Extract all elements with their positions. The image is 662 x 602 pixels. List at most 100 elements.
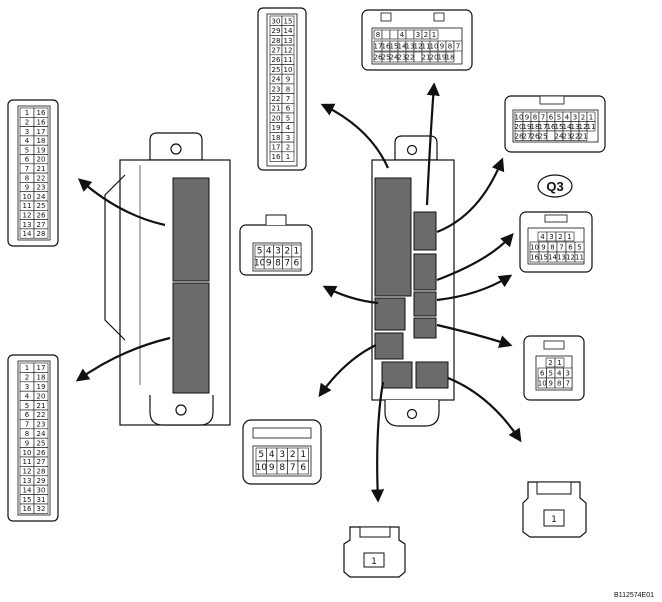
pin-label: 1	[432, 31, 436, 39]
pin-label: 3	[25, 383, 29, 391]
pin-label: 10	[284, 66, 293, 74]
pin-label: 15	[555, 123, 564, 131]
figure-reference: B112574E01	[614, 592, 654, 599]
pin-label: 9	[266, 259, 272, 269]
pin-label: 25	[382, 54, 391, 62]
connector-bottom-single-b: 1	[522, 481, 587, 538]
pin-label: 9	[269, 463, 275, 473]
pin-label: 26	[37, 211, 46, 219]
pin-label: 23	[272, 85, 281, 93]
pin-label: 9	[525, 113, 529, 121]
pin-label: 20	[37, 392, 46, 400]
pin-label: 7	[286, 95, 290, 103]
pin-cell	[586, 121, 596, 132]
pin-label: 6	[25, 411, 30, 419]
pin-label: 5	[557, 113, 561, 121]
pin-label: 10	[256, 463, 268, 473]
pin-label: 15	[390, 43, 399, 51]
pin-label: 2	[284, 247, 290, 257]
pin-cell	[563, 377, 573, 389]
pin-label: 2	[558, 233, 562, 241]
pin-label: 24	[37, 430, 46, 438]
pin-label: 9	[549, 380, 553, 388]
pin-cell	[578, 130, 588, 141]
pin-label: 10	[430, 43, 439, 51]
pin-label: 4	[286, 124, 291, 132]
pin-label: 30	[272, 17, 281, 25]
pin-cell	[574, 251, 585, 263]
pin-cell	[33, 228, 49, 239]
pin-label: 10	[515, 113, 524, 121]
pin-label: 26	[272, 56, 281, 64]
pin-label: 1	[551, 515, 557, 525]
pin-label: 21	[422, 54, 431, 62]
pin-label: 30	[37, 486, 46, 494]
pin-label: 8	[279, 463, 285, 473]
pin-label: 11	[23, 458, 32, 466]
pin-cell	[389, 29, 399, 40]
pin-label: 1	[371, 557, 377, 567]
pin-label: 19	[272, 124, 281, 132]
pin-label: 9	[286, 76, 290, 84]
pin-label: 5	[286, 114, 290, 122]
pin-label: 24	[272, 76, 281, 84]
pin-label: 24	[555, 132, 564, 140]
pin-label: 6	[25, 156, 30, 164]
pin-label: 23	[563, 132, 572, 140]
pin-label: 22	[37, 174, 46, 182]
pin-label: 6	[549, 113, 554, 121]
pin-label: 2	[581, 113, 585, 121]
pin-label: 13	[284, 37, 293, 45]
pin-label: 13	[571, 123, 580, 131]
pin-label: 13	[557, 254, 566, 262]
pin-label: 15	[539, 254, 548, 262]
pin-label: 28	[272, 37, 281, 45]
pin-label: 27	[37, 221, 46, 229]
pin-label: 17	[539, 123, 548, 131]
pin-label: 7	[456, 43, 460, 51]
pin-label: 29	[37, 477, 46, 485]
pin-label: 5	[257, 247, 263, 257]
pin-label: 25	[272, 66, 281, 74]
pin-label: 16	[530, 254, 539, 262]
pin-label: 27	[272, 46, 281, 54]
pin-label: 10	[254, 259, 266, 269]
pin-label: 17	[37, 364, 46, 372]
pin-label: 8	[533, 113, 537, 121]
pin-cell	[564, 231, 575, 242]
pin-label: 1	[589, 113, 593, 121]
pin-label: 28	[37, 468, 46, 476]
pin-label: 16	[547, 123, 556, 131]
pin-label: 11	[575, 254, 584, 262]
pin-label: 17	[272, 143, 281, 151]
pin-label: 4	[565, 113, 570, 121]
pin-label: 23	[37, 421, 46, 429]
pin-label: 19	[523, 123, 532, 131]
pin-label: 18	[37, 374, 46, 382]
pin-label: 12	[414, 43, 423, 51]
pin-label: 18	[531, 123, 540, 131]
pin-label: 20	[37, 156, 46, 164]
pin-label: 3	[416, 31, 420, 39]
pin-label: 2	[25, 118, 29, 126]
arrows	[75, 82, 522, 503]
pin-label: 8	[550, 244, 554, 252]
pin-label: 5	[25, 402, 29, 410]
pin-label: 23	[37, 184, 46, 192]
pin-label: 20	[272, 114, 281, 122]
pin-cell	[33, 503, 49, 514]
pin-label: 1	[294, 247, 300, 257]
pin-label: 4	[557, 370, 562, 378]
pin-label: 29	[272, 27, 281, 35]
pin-cell	[429, 29, 439, 40]
pin-label: 12	[579, 123, 588, 131]
pin-label: 8	[275, 259, 281, 269]
pin-label: 22	[272, 95, 281, 103]
pin-label: 3	[549, 233, 553, 241]
pin-label: 10	[23, 193, 32, 201]
pin-label: 16	[23, 505, 32, 513]
pin-label: 21	[37, 402, 46, 410]
